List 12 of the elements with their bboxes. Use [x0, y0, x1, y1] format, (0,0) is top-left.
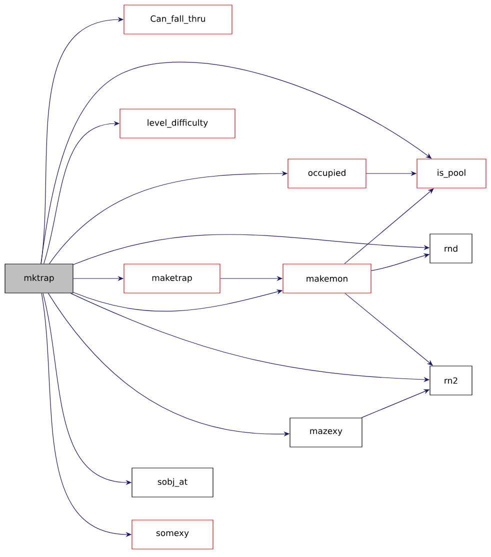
function-box: mazexy	[290, 418, 362, 448]
function-box: mktrap	[4, 264, 74, 294]
function-box: somexy	[132, 520, 214, 550]
function-box: rnd	[430, 234, 472, 264]
function-box: makemon	[282, 264, 372, 294]
function-box: maketrap	[124, 264, 220, 294]
function-box: sobj_at	[132, 468, 214, 498]
function-box: level_difficulty	[120, 108, 236, 138]
function-box: Can_fall_thru	[124, 4, 232, 34]
function-box: is_pool	[416, 158, 486, 188]
function-box: occupied	[288, 158, 366, 188]
function-box: rn2	[430, 366, 472, 396]
